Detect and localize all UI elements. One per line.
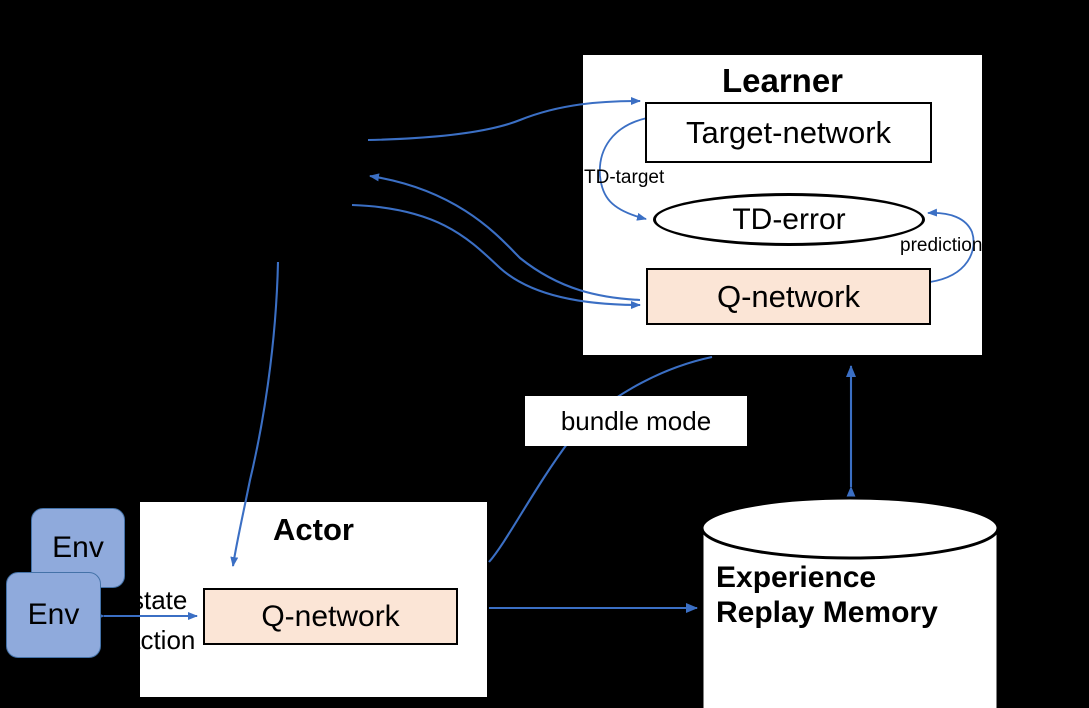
learner-title: Learner (721, 62, 844, 99)
env-box-front[interactable]: Env (6, 572, 101, 658)
state-label: state (131, 585, 188, 615)
env-front-label: Env (27, 598, 80, 631)
env-back-label: Env (52, 531, 104, 564)
env-box-back[interactable]: Env (31, 508, 125, 588)
learner-td-error-label: TD-error (732, 202, 846, 236)
memory-label-line1: Experience (716, 561, 877, 594)
learner-target-network-label: Target-network (685, 114, 892, 150)
learner-target-network-box[interactable]: Target-network (645, 102, 932, 163)
bundle-mode-label: bundle mode (560, 405, 712, 436)
learner-q-network-label: Q-network (717, 278, 860, 314)
memory-label: Experience Replay Memory (716, 560, 996, 631)
prediction-label-clip: prediction (900, 235, 982, 263)
learner-q-network-box[interactable]: Q-network (646, 268, 931, 325)
action-label: action (126, 625, 196, 655)
prediction-label: prediction (900, 235, 982, 256)
actor-title: Actor (273, 512, 354, 547)
actor-q-network-label: Q-network (261, 599, 400, 633)
learner-td-error-ellipse[interactable]: TD-error (653, 193, 925, 246)
edge-bundle-mode-curve (488, 355, 713, 563)
td-target-label: TD-target (584, 167, 665, 188)
actor-q-network-box[interactable]: Q-network (203, 588, 458, 645)
bundle-mode-box[interactable]: bundle mode (525, 396, 747, 446)
memory-label-line2: Replay Memory (716, 596, 938, 630)
